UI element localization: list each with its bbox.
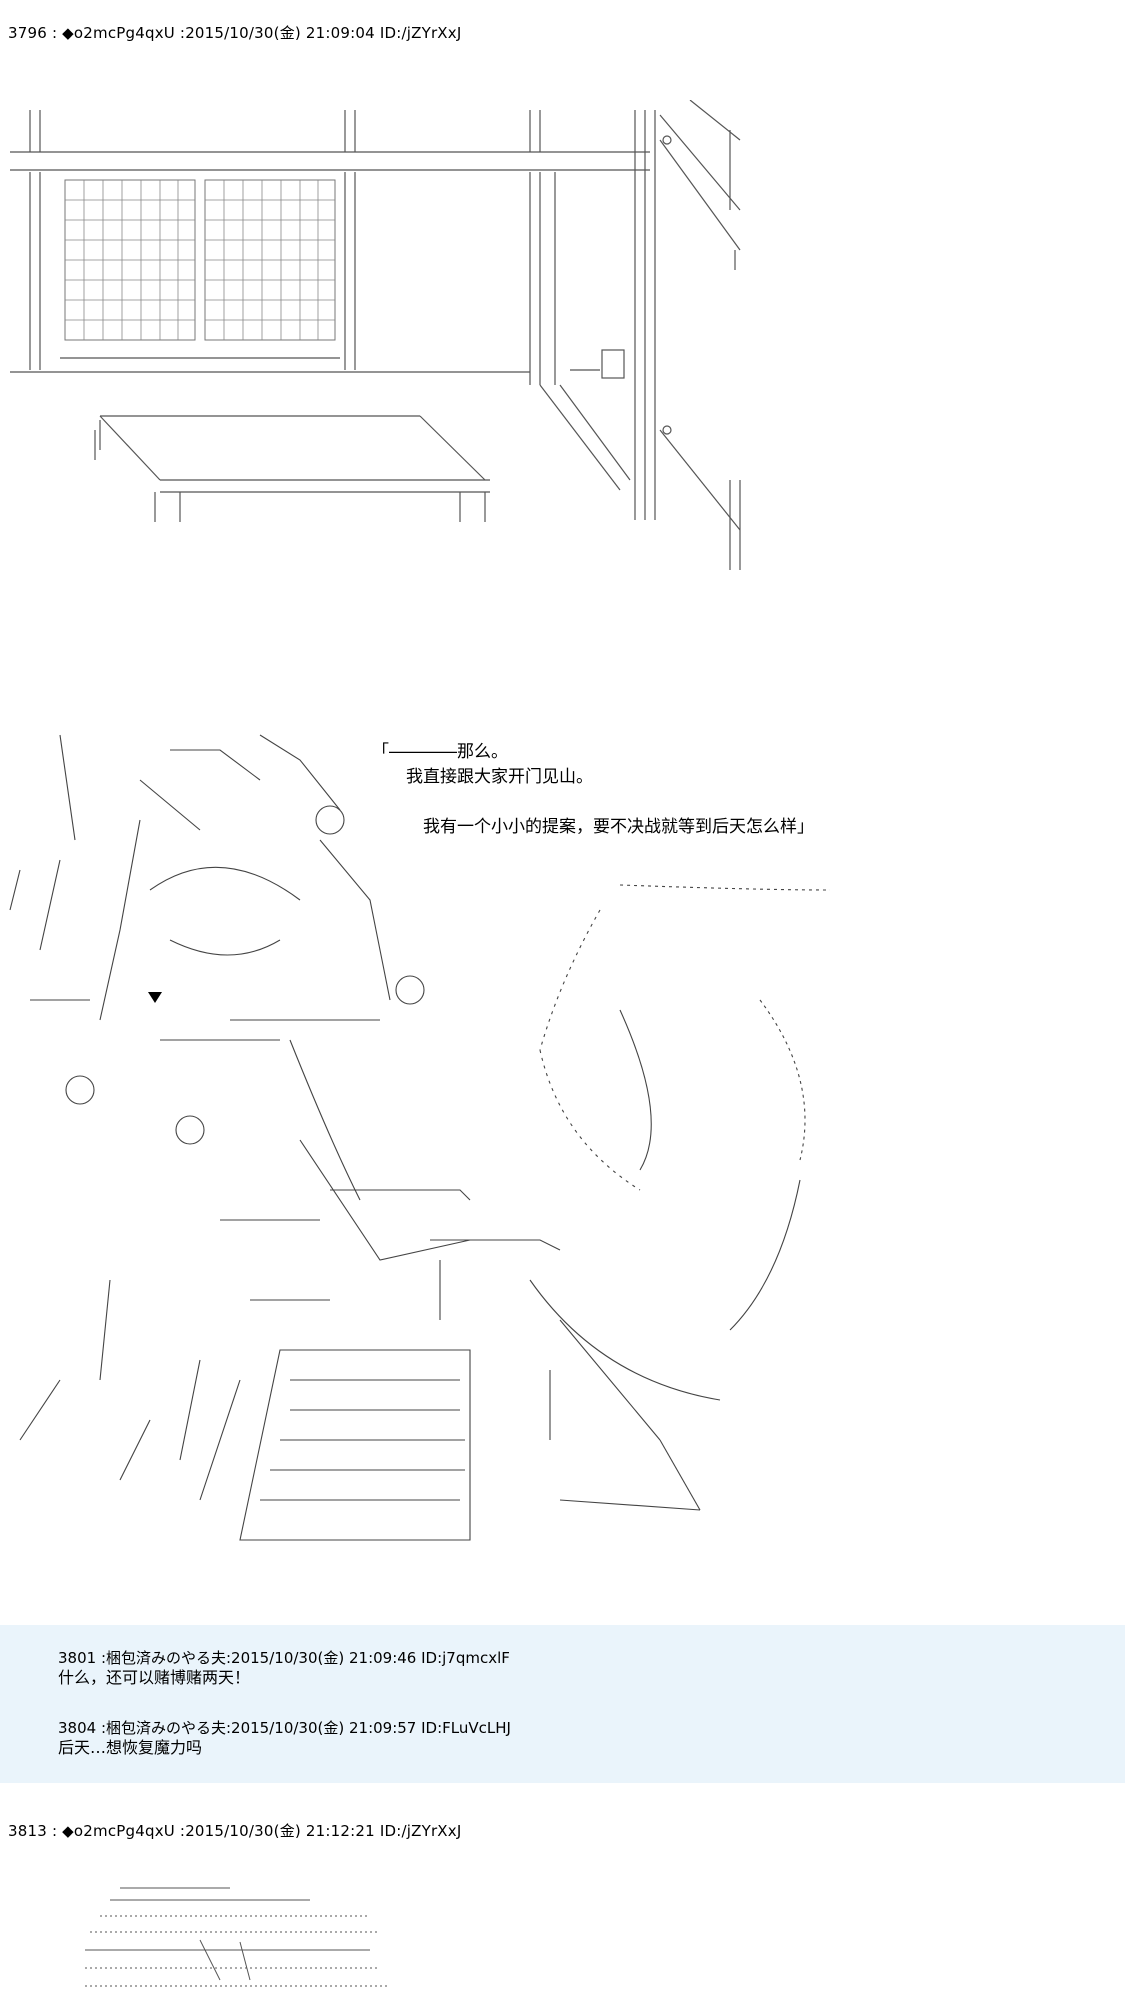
reply-header: 3804 :梱包済みのやる夫:2015/10/30(金) 21:09:57 ID… <box>58 1719 511 1737</box>
reply-post: 3801 :梱包済みのやる夫:2015/10/30(金) 21:09:46 ID… <box>58 1648 510 1688</box>
reply-body: 后天…想恢复魔力吗 <box>58 1738 203 1757</box>
room-ascii-art <box>10 100 741 570</box>
reply-section <box>0 1625 1125 1783</box>
reply-post: 3804 :梱包済みのやる夫:2015/10/30(金) 21:09:57 ID… <box>58 1718 511 1758</box>
post-header: 3813 : ◆o2mcPg4qxU :2015/10/30(金) 21:12:… <box>8 1822 462 1840</box>
post-header: 3796 : ◆o2mcPg4qxU :2015/10/30(金) 21:09:… <box>8 24 462 42</box>
reply-body: 什么，还可以赌博赌两天！ <box>58 1668 251 1687</box>
next-ascii-art <box>85 1887 390 1987</box>
character-ascii-art <box>9 734 831 1541</box>
speech-text: 「――――那么。 我直接跟大家开门见山。 我有一个小小的提案，要不决战就等到后天… <box>372 742 814 837</box>
reply-header: 3801 :梱包済みのやる夫:2015/10/30(金) 21:09:46 ID… <box>58 1649 510 1667</box>
